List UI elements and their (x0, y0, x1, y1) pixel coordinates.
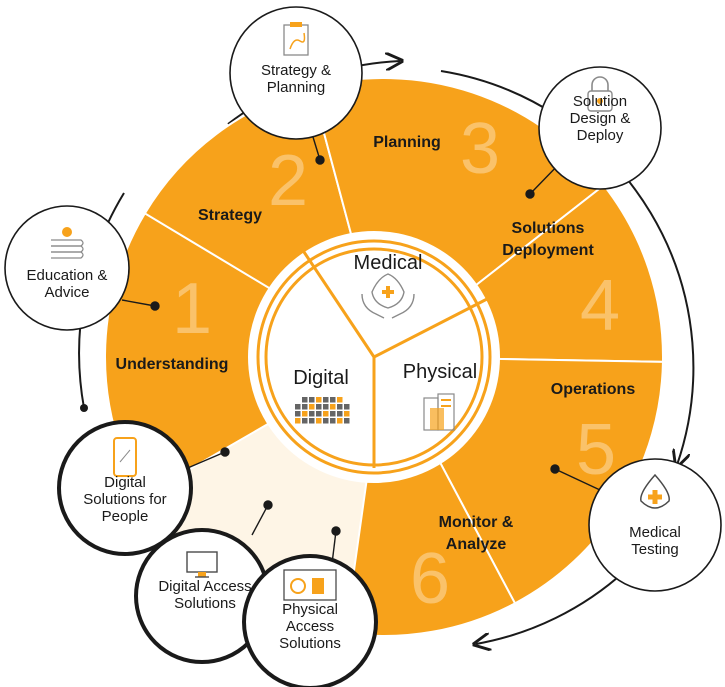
segment-label-1: Understanding (116, 356, 229, 373)
arc-arrow-bottom (476, 570, 626, 644)
segment-number-4: 4 (580, 266, 620, 346)
card-reader-icon (283, 569, 337, 601)
monitor-icon (186, 551, 218, 578)
segment-number-3: 3 (460, 109, 500, 189)
node-label-strategy-planning: Strategy &Planning (261, 62, 331, 96)
segment-number-6: 6 (410, 539, 450, 619)
segment-label-3: Planning (373, 134, 441, 151)
books-apple-icon (51, 227, 84, 259)
keyboard-icon (295, 397, 350, 424)
arc-end-dot (80, 404, 88, 412)
core-label-medical: Medical (354, 252, 423, 274)
buildings-icon (423, 393, 455, 431)
core-dividers (264, 215, 490, 468)
hands-drop-cross-icon (361, 273, 415, 319)
segment-number-1: 1 (172, 269, 212, 349)
core-divider-1 (278, 215, 376, 358)
core-divider-3 (373, 296, 490, 359)
core-label-physical: Physical (403, 361, 477, 383)
segment-number-2: 2 (268, 141, 308, 221)
clipboard-strategy-icon (283, 22, 309, 56)
node-strategy-planning: Strategy &Planning (229, 6, 363, 140)
segment-label-2: Strategy (198, 207, 262, 224)
arc-arrow-right (440, 70, 695, 465)
segment-label-5: Operations (551, 381, 636, 398)
drop-cross-icon (640, 473, 670, 509)
node-education: Education &Advice (4, 205, 130, 331)
core-label-digital: Digital (293, 367, 349, 389)
smartphone-icon (113, 437, 137, 477)
node-label-education: Education &Advice (27, 267, 108, 301)
padlock-icon (587, 76, 613, 112)
segment-label-6: Monitor &Analyze (439, 514, 514, 553)
